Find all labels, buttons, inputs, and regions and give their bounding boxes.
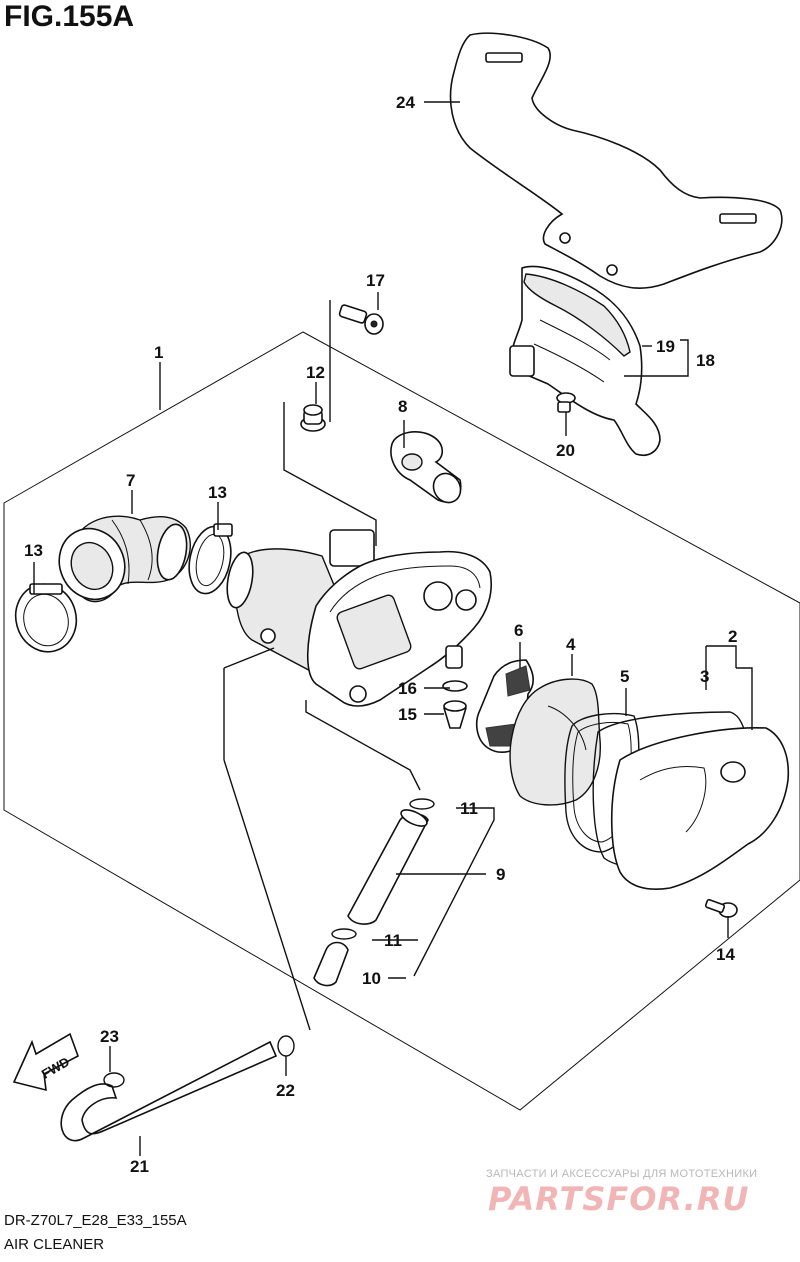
callout-23: 23 <box>100 1027 119 1046</box>
part-11-clip-upper <box>409 798 435 810</box>
figure-title: FIG.155A <box>4 0 135 33</box>
part-1-air-cleaner-case <box>226 529 492 707</box>
assembly-outline <box>3 331 800 1111</box>
callout-labels: 1 2 3 4 5 6 7 8 9 10 11 11 12 13 13 14 1… <box>24 93 737 1176</box>
figure-code: DR-Z70L7_E28_E33_155A <box>4 1212 187 1229</box>
callout-1: 1 <box>154 343 163 362</box>
part-24-bracket <box>449 32 783 289</box>
part-20-screw <box>556 392 576 413</box>
callout-13a: 13 <box>24 541 43 560</box>
part-23-clip <box>103 1072 125 1088</box>
part-12-grommet <box>300 404 326 432</box>
callout-3: 3 <box>700 667 709 686</box>
callout-8: 8 <box>398 397 407 416</box>
callout-20: 20 <box>556 441 575 460</box>
callout-16: 16 <box>398 679 417 698</box>
part-13-clamp-left <box>14 583 78 653</box>
callout-17: 17 <box>366 271 385 290</box>
callout-5: 5 <box>620 667 629 686</box>
part-14-screw <box>704 898 738 918</box>
callout-4: 4 <box>566 635 576 654</box>
callout-9: 9 <box>496 865 505 884</box>
callout-22: 22 <box>276 1081 295 1100</box>
watermark-brand: PARTSFOR.RU <box>488 1180 749 1218</box>
callout-12: 12 <box>306 363 325 382</box>
callout-13b: 13 <box>208 483 227 502</box>
part-13-clamp-right <box>188 523 233 595</box>
callout-21: 21 <box>130 1157 149 1176</box>
part-17-bolt <box>338 304 384 335</box>
part-9-drain-tube <box>347 809 429 925</box>
figure-name: AIR CLEANER <box>4 1236 105 1253</box>
part-16-o-ring <box>442 680 468 692</box>
part-11-clip-lower <box>331 928 357 940</box>
part-15-drain-plug <box>443 700 467 729</box>
callout-14: 14 <box>716 945 735 964</box>
callout-18: 18 <box>696 351 715 370</box>
callout-2: 2 <box>728 627 737 646</box>
callout-11b: 11 <box>384 931 402 950</box>
callout-10: 10 <box>362 969 381 988</box>
callout-11a: 11 <box>460 799 478 818</box>
callout-7: 7 <box>126 471 135 490</box>
leader-lines <box>33 101 753 1156</box>
part-18-bracket-assy <box>509 265 661 456</box>
part-4-element <box>509 678 601 806</box>
part-10-drain-plug <box>313 941 349 987</box>
part-2-cover <box>610 727 790 890</box>
part-22-clip <box>277 1035 295 1057</box>
part-8-grommet <box>390 431 462 504</box>
part-7-intake-boot <box>58 515 191 603</box>
callout-24: 24 <box>396 93 415 112</box>
watermark-logo: PARTSFOR.RU <box>488 1180 749 1218</box>
callout-15: 15 <box>398 705 417 724</box>
callout-6: 6 <box>514 621 523 640</box>
part-21-breather-hose <box>60 1040 278 1142</box>
callout-19: 19 <box>656 337 675 356</box>
fwd-arrow: FWD <box>12 1032 79 1092</box>
watermark-tagline: ЗАПЧАСТИ И АКСЕССУАРЫ ДЛЯ МОТОТЕХНИКИ <box>486 1168 758 1180</box>
